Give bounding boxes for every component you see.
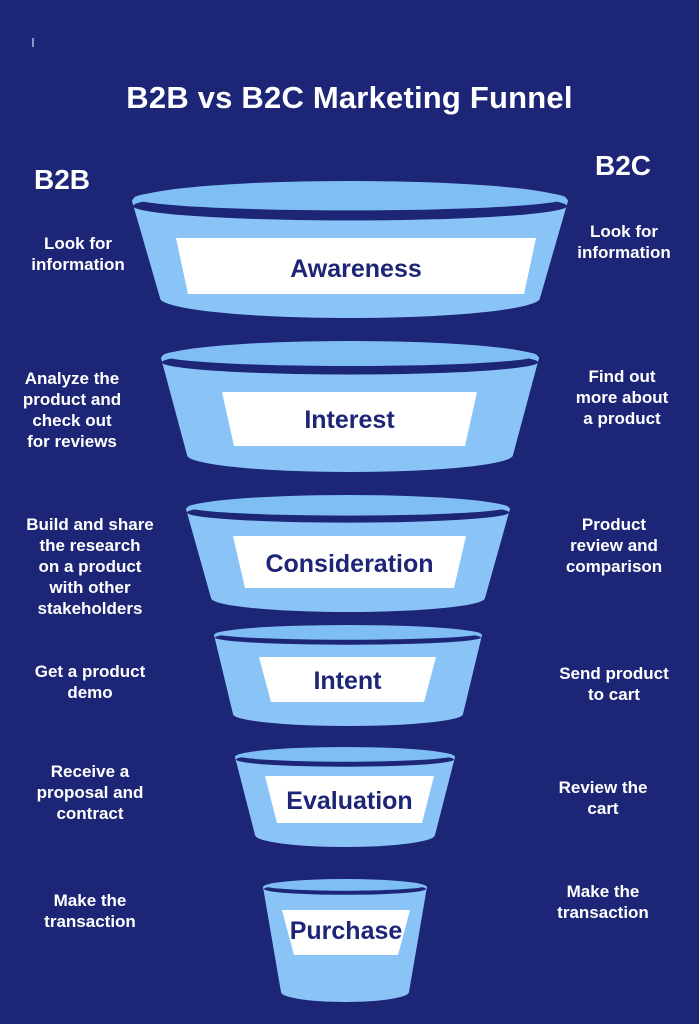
- funnel-rim-top-intent: [216, 627, 480, 640]
- stage-label-purchase: Purchase: [290, 917, 403, 945]
- b2b-description-interest: Analyze the product and check out for revie…: [0, 368, 182, 452]
- b2c-description-interest: Find out more about a product: [512, 366, 699, 429]
- funnel-rim-top-consideration: [188, 498, 508, 516]
- b2b-description-line: contract: [56, 804, 124, 823]
- b2b-description-intent: Get a product demo: [0, 661, 200, 703]
- b2b-description-line: demo: [67, 683, 113, 702]
- stage-label-evaluation: Evaluation: [286, 787, 412, 815]
- stage-label-intent: Intent: [313, 667, 382, 695]
- b2b-description-consideration: Build and share the research on a product w…: [0, 514, 200, 619]
- b2b-description-line: stakeholders: [37, 599, 143, 618]
- b2c-description-line: Review the: [558, 778, 648, 797]
- b2b-description-line: Receive a: [50, 762, 130, 781]
- b2b-description-line: check out: [32, 411, 112, 430]
- stage-box-awareness: [176, 238, 536, 294]
- stage-label-interest: Interest: [304, 406, 395, 434]
- b2c-description-line: information: [577, 243, 671, 262]
- b2b-description-line: Make the: [53, 891, 127, 910]
- b2c-description-awareness: Look for information: [514, 221, 699, 263]
- b2b-description-line: product and: [22, 390, 122, 409]
- stage-box-evaluation: [265, 776, 434, 823]
- stage-box-purchase: [282, 910, 410, 955]
- b2c-description-line: Product: [581, 515, 647, 534]
- b2b-description-line: for reviews: [27, 432, 117, 451]
- b2c-description-line: to cart: [588, 685, 640, 704]
- b2b-description-purchase: Make the transaction: [0, 890, 200, 932]
- corner-mark: [32, 38, 34, 47]
- b2c-description-consideration: Product review and comparison: [504, 514, 699, 577]
- b2c-description-purchase: Make the transaction: [493, 881, 699, 923]
- funnel-rim-top-awareness: [134, 185, 566, 211]
- stage-label-awareness: Awareness: [290, 255, 422, 283]
- b2c-description-line: Send product: [559, 664, 669, 683]
- b2c-description-line: Look for: [590, 222, 658, 241]
- funnel-rim-top-purchase: [265, 880, 425, 891]
- b2b-description-line: the research: [39, 536, 141, 555]
- b2b-description-evaluation: Receive a proposal and contract: [0, 761, 200, 824]
- b2c-column-heading: B2C: [595, 150, 652, 181]
- b2b-description-line: Build and share: [26, 515, 154, 534]
- b2c-description-line: transaction: [557, 903, 649, 922]
- b2c-description-line: comparison: [565, 557, 663, 576]
- stage-label-consideration: Consideration: [265, 550, 433, 578]
- b2c-description-line: Make the: [566, 882, 640, 901]
- b2b-description-awareness: Look for information: [0, 233, 188, 275]
- b2c-description-line: a product: [583, 409, 661, 428]
- b2b-description-line: proposal and: [36, 783, 144, 802]
- b2c-description-line: more about: [575, 388, 669, 407]
- b2c-description-line: review and: [570, 536, 658, 555]
- b2b-description-line: transaction: [44, 912, 136, 931]
- page-title: B2B vs B2C Marketing Funnel: [126, 80, 573, 115]
- b2b-description-line: on a product: [38, 557, 142, 576]
- stage-box-interest: [222, 392, 477, 446]
- b2c-description-line: Find out: [588, 367, 656, 386]
- b2b-description-line: with other: [49, 578, 131, 597]
- b2c-description-evaluation: Review the cart: [493, 777, 699, 819]
- b2b-description-line: Analyze the: [24, 369, 120, 388]
- b2b-description-line: information: [31, 255, 125, 274]
- b2b-column-heading: B2B: [34, 164, 91, 195]
- funnel-rim-top-evaluation: [237, 749, 453, 762]
- stage-box-consideration: [233, 536, 466, 588]
- b2b-description-line: Look for: [44, 234, 112, 253]
- b2c-description-intent: Send product to cart: [504, 663, 699, 705]
- stage-box-intent: [259, 657, 436, 702]
- funnel-rim-top-interest: [163, 344, 537, 366]
- b2c-description-line: cart: [587, 799, 619, 818]
- b2b-description-line: Get a product: [34, 662, 146, 681]
